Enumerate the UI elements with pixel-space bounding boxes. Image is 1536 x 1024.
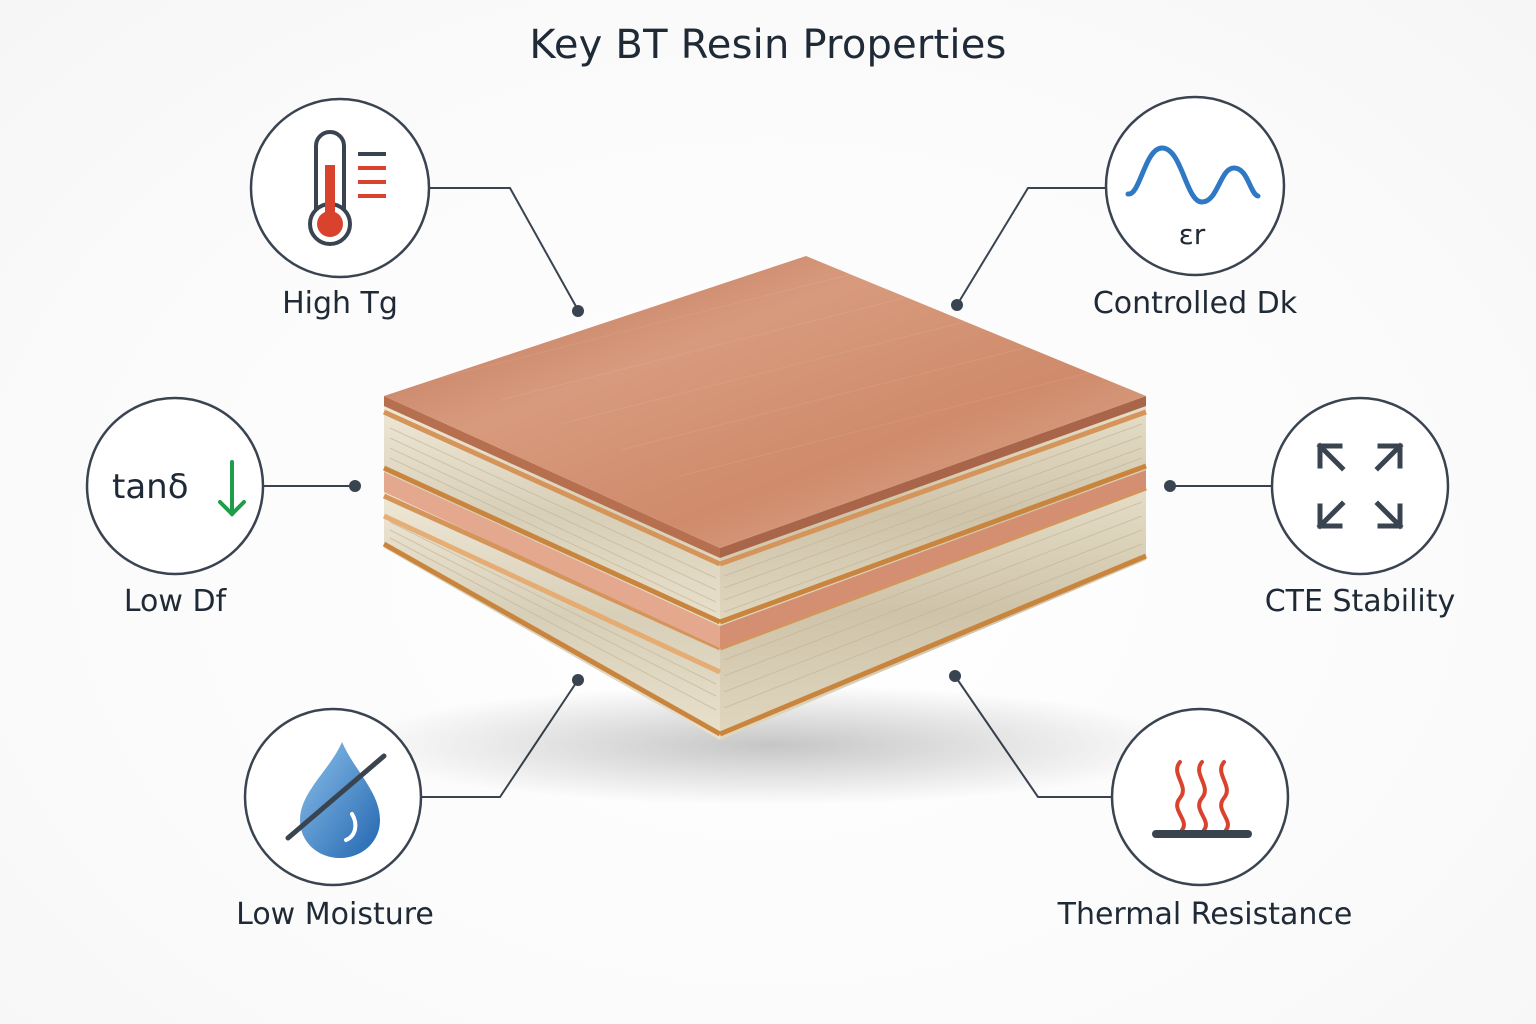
connector-dot-low-df [349, 480, 361, 492]
connector-dot-thermal [949, 670, 961, 682]
label-low-moisture: Low Moisture [236, 897, 434, 932]
circle-low-df [85, 396, 265, 576]
connector-dot-high-tg [572, 305, 584, 317]
top-copper-left-edge [384, 396, 720, 558]
sine-wave-icon [1125, 145, 1261, 205]
page-title: Key BT Resin Properties [529, 22, 1007, 68]
down-arrow-icon [218, 460, 246, 517]
label-low-df: Low Df [123, 584, 227, 619]
top-copper-surface [384, 256, 1146, 548]
connector-high-tg [430, 187, 579, 311]
icon-circles [85, 95, 1450, 887]
label-cte-stability: CTE Stability [1264, 584, 1456, 619]
expand-arrows-icon [1316, 442, 1404, 530]
heat-waves-icon [1152, 760, 1252, 838]
label-high-tg: High Tg [282, 286, 398, 321]
circle-thermal [1110, 707, 1290, 887]
label-controlled-dk: Controlled Dk [1092, 286, 1298, 321]
inner-copper-right [720, 470, 1146, 648]
connector-lines [262, 187, 1272, 798]
upper-core-left-face [384, 404, 720, 626]
epsilon-r-symbol: εr [1179, 218, 1206, 251]
thermometer-icon [308, 130, 386, 246]
no-water-drop-icon [285, 742, 387, 858]
connector-dot-controlled-dk [951, 299, 963, 311]
circle-cte [1270, 396, 1450, 576]
inner-copper-left [384, 470, 720, 648]
connector-dot-low-moisture [572, 674, 584, 686]
laminate-stack [350, 256, 1190, 805]
tan-delta-symbol: tanδ [112, 467, 189, 507]
connector-dot-cte [1164, 480, 1176, 492]
connector-controlled-dk [956, 187, 1105, 306]
top-copper-right-edge [720, 396, 1146, 558]
label-thermal-resistance: Thermal Resistance [1057, 897, 1353, 932]
circle-controlled-dk [1104, 95, 1286, 277]
upper-core-right-face [720, 404, 1146, 626]
